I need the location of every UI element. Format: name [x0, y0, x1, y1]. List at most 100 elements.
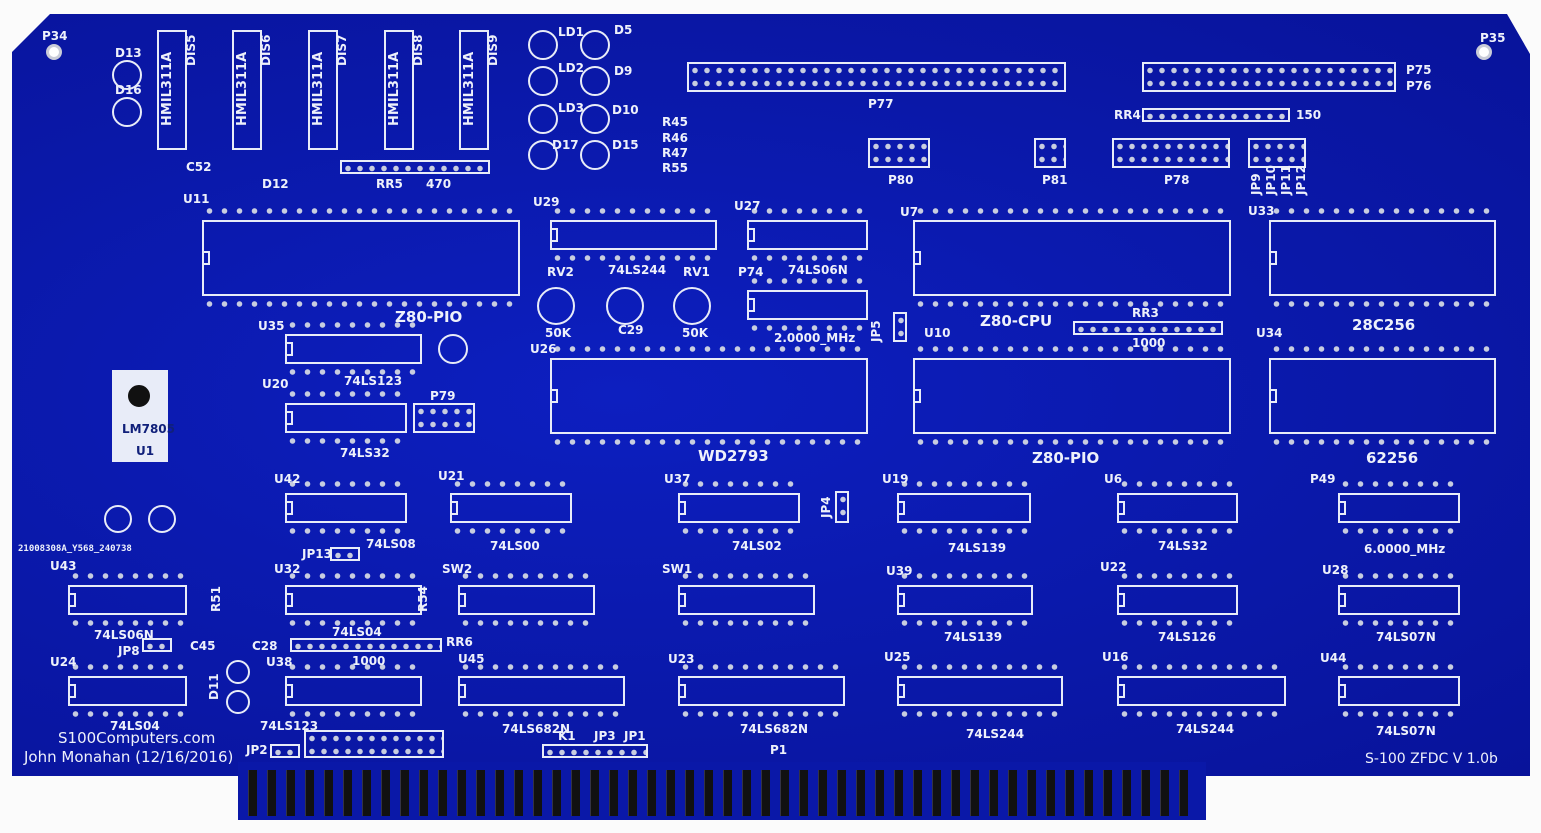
pin-row — [897, 572, 1033, 580]
ic-reference: P49 — [1310, 472, 1336, 486]
component-circle — [537, 287, 575, 325]
silk-label: JP2 — [246, 743, 268, 757]
ic-reference: U21 — [438, 469, 465, 483]
gold-finger — [1084, 770, 1093, 816]
silk-label-vertical: JP10 — [1264, 165, 1278, 195]
pin1-notch — [1117, 593, 1125, 607]
pin-row — [1338, 572, 1460, 580]
ic-part-number: 74LS244 — [1176, 722, 1235, 736]
gold-finger — [704, 770, 713, 816]
pin1-notch — [68, 593, 76, 607]
pin-row — [897, 527, 1031, 535]
silk-label: 1000 — [352, 654, 386, 668]
jumper-jp5 — [893, 312, 907, 342]
ic-socket — [897, 676, 1063, 706]
pin-row — [1117, 710, 1286, 718]
pin-row — [1117, 480, 1238, 488]
pin-row — [458, 663, 625, 671]
gold-finger — [723, 770, 732, 816]
pin1-notch — [678, 501, 686, 515]
ic-part-number: 74LS682N — [502, 722, 571, 736]
ic-reference: U44 — [1320, 651, 1347, 665]
silk-label: P34 — [42, 29, 68, 43]
ic-socket — [747, 220, 868, 250]
gold-finger — [818, 770, 827, 816]
jumper-k1-jp3-jp1 — [542, 744, 648, 758]
silk-label: D13 — [115, 46, 142, 60]
pin-row — [1117, 527, 1238, 535]
pin1-notch — [285, 411, 293, 425]
pin1-notch — [913, 389, 921, 403]
website-label: S100Computers.com — [58, 729, 216, 747]
silk-label: D10 — [612, 103, 639, 117]
pin-row — [1269, 438, 1496, 446]
gold-finger — [286, 770, 295, 816]
ic-reference: U26 — [530, 342, 557, 356]
ic-socket — [897, 493, 1031, 523]
jumper-jp8 — [142, 638, 172, 652]
pin-row — [68, 663, 187, 671]
resistor-array-rr4 — [1142, 108, 1290, 122]
pin-row — [285, 663, 422, 671]
pin-row — [458, 619, 595, 627]
gold-finger — [913, 770, 922, 816]
ic-reference: U33 — [1248, 204, 1275, 218]
pin-row — [550, 438, 868, 446]
pin-row — [1338, 710, 1460, 718]
gold-finger — [647, 770, 656, 816]
silk-label: P77 — [868, 97, 894, 111]
component-circle — [528, 140, 558, 170]
ic-socket — [285, 493, 407, 523]
ic-socket — [678, 585, 815, 615]
silk-label: 50K — [682, 326, 708, 340]
ic-reference: U38 — [266, 655, 293, 669]
ic-reference: U24 — [50, 655, 77, 669]
ic-reference: U7 — [900, 205, 919, 219]
ic-socket — [1338, 676, 1460, 706]
pin1-notch — [285, 342, 293, 356]
board-title: S-100 ZFDC V 1.0b — [1365, 751, 1498, 767]
ic-part-number: 74LS32 — [340, 446, 390, 460]
ic-reference: U19 — [882, 472, 909, 486]
pin1-notch — [1117, 501, 1125, 515]
pin-row — [458, 572, 595, 580]
ic-socket — [1269, 358, 1496, 434]
component-circle — [438, 334, 468, 364]
ic-reference: U22 — [1100, 560, 1127, 574]
gold-finger — [609, 770, 618, 816]
pin1-notch — [897, 501, 905, 515]
regulator-ref: U1 — [136, 444, 155, 458]
silk-label: P1 — [770, 743, 788, 757]
gold-finger — [495, 770, 504, 816]
ic-part-number: 2.0000_MHz — [774, 331, 856, 345]
jumper-jp2 — [270, 744, 300, 758]
ic-reference: U25 — [884, 650, 911, 664]
pin-row — [285, 321, 422, 329]
ic-part-number: 74LS04 — [332, 625, 382, 639]
gold-finger — [628, 770, 637, 816]
ic-part-number: 62256 — [1366, 449, 1419, 467]
gold-finger — [419, 770, 428, 816]
ic-socket — [285, 676, 422, 706]
ic-socket — [747, 290, 868, 320]
gold-finger — [514, 770, 523, 816]
pin-row — [285, 368, 422, 376]
ic-part-number: 74LS06N — [788, 263, 848, 277]
pin-row — [202, 207, 520, 215]
pin-row — [678, 619, 815, 627]
component-circle — [528, 66, 558, 96]
pin1-notch — [285, 593, 293, 607]
gold-finger — [1141, 770, 1150, 816]
pin-row — [678, 527, 800, 535]
silk-label: P76 — [1406, 79, 1432, 93]
ic-socket — [285, 585, 422, 615]
header-p81 — [1034, 138, 1066, 168]
header-jp9 — [1248, 138, 1306, 168]
ic-part-number: 74LS08 — [366, 537, 416, 551]
gold-finger — [400, 770, 409, 816]
ic-part-number: 74LS07N — [1376, 630, 1436, 644]
silk-label: R47 — [662, 146, 688, 160]
pin1-notch — [897, 593, 905, 607]
pin-row — [747, 254, 868, 262]
pin-row — [68, 619, 187, 627]
